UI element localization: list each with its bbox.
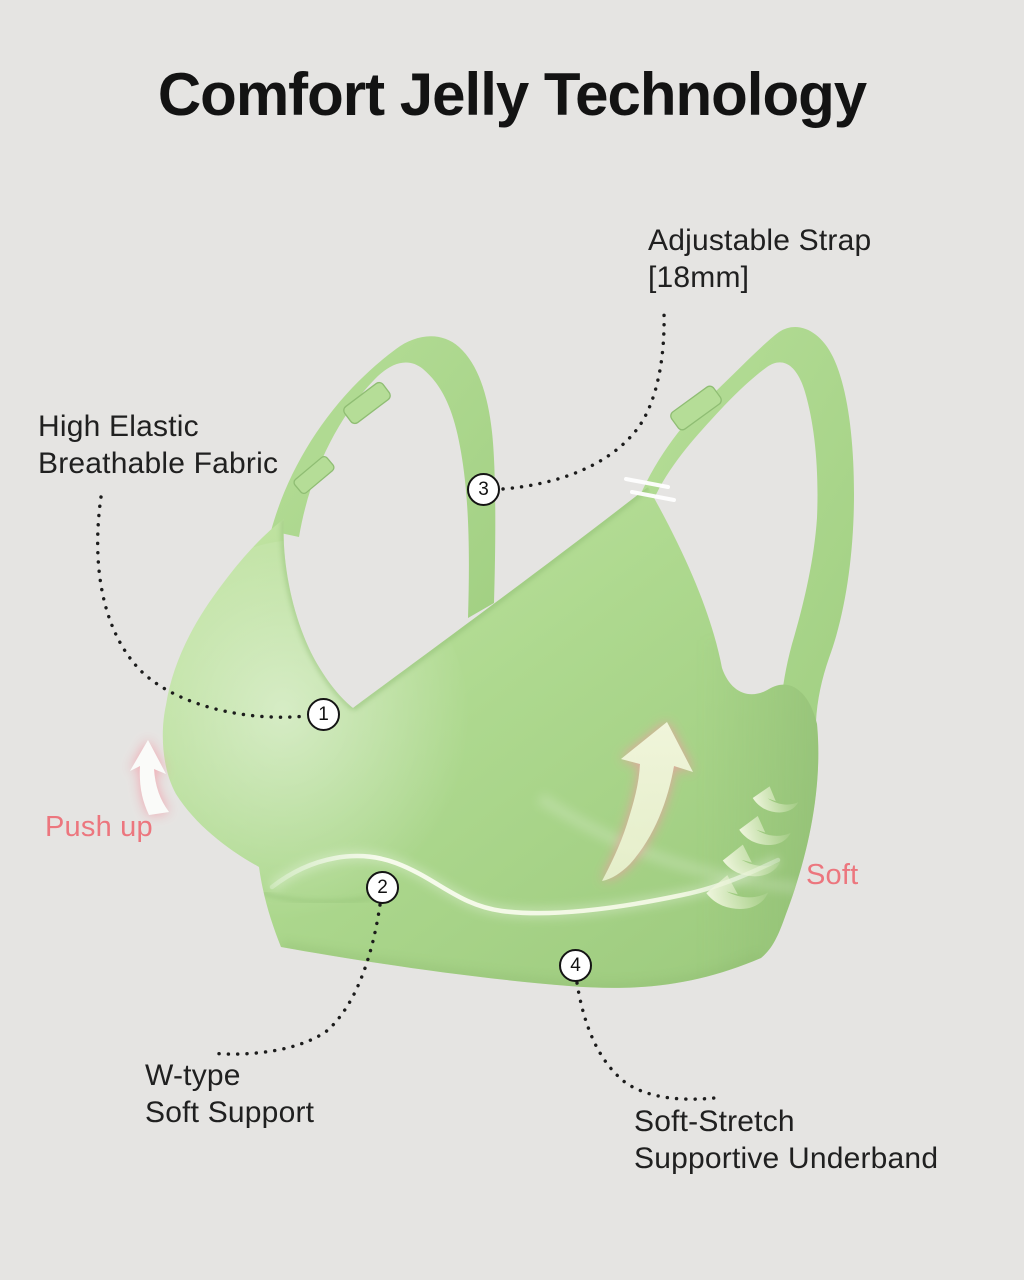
label-soft-stretch: Soft-Stretch Supportive Underband	[634, 1103, 938, 1177]
callout-number: 1	[318, 703, 329, 725]
callout-line-4	[575, 981, 716, 1101]
label-line: W-type	[145, 1059, 241, 1092]
label-line: Soft-Stretch	[634, 1105, 795, 1138]
callout-line-3	[501, 311, 666, 491]
w-support-wave	[268, 851, 781, 919]
label-line: Breathable Fabric	[38, 447, 279, 480]
right-strap	[639, 326, 854, 722]
label-line: Adjustable Strap	[648, 224, 872, 257]
label-w-type: W-type Soft Support	[145, 1057, 314, 1131]
label-high-elastic: High Elastic Breathable Fabric	[38, 408, 278, 482]
label-line: Soft Support	[145, 1096, 315, 1129]
callout-marker-3: 3	[467, 473, 500, 506]
strap-slider	[624, 477, 676, 502]
label-adjustable-strap: Adjustable Strap [18mm]	[648, 222, 871, 296]
callout-marker-4: 4	[559, 949, 592, 982]
strap-adjuster-right	[670, 385, 722, 431]
push-up-arrow-icon	[130, 740, 169, 815]
label-line: High Elastic	[38, 410, 199, 443]
callout-number: 3	[478, 478, 489, 500]
label-soft: Soft	[806, 859, 859, 891]
label-line: [18mm]	[648, 261, 750, 294]
callout-number: 4	[570, 954, 581, 976]
strap-adjuster-left	[293, 381, 391, 495]
label-line: Supportive Underband	[634, 1142, 939, 1175]
callout-marker-1: 1	[307, 698, 340, 731]
label-push-up: Push up	[45, 811, 153, 843]
page-title: Comfort Jelly Technology	[157, 61, 867, 128]
lift-arrow-icon	[602, 722, 693, 881]
callout-marker-2: 2	[366, 871, 399, 904]
callout-number: 2	[377, 876, 388, 898]
left-strap	[271, 336, 496, 618]
